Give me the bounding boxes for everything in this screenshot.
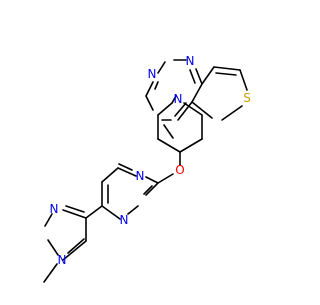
bond [43, 263, 58, 283]
bond [67, 238, 85, 254]
atom-labels: N N S N O N N N N [50, 54, 251, 267]
bond [101, 167, 119, 183]
bond [145, 182, 159, 196]
bond [191, 83, 203, 103]
bond [117, 167, 137, 177]
bond [239, 69, 248, 91]
bond [157, 173, 174, 184]
bond [215, 72, 237, 76]
bond [157, 138, 181, 153]
bond [183, 102, 203, 116]
bond [85, 205, 103, 219]
structure-canvas: N N S N O N N N N [43, 54, 251, 283]
bond [118, 163, 133, 171]
bond [62, 240, 87, 261]
atom-n-pyrimidine-3: N [148, 67, 157, 81]
bond [177, 101, 193, 121]
bond [145, 176, 159, 184]
bond [157, 61, 166, 74]
bond [143, 185, 153, 195]
atom-n-pyrimidine-a: N [136, 169, 145, 183]
bond [213, 66, 241, 71]
bond [44, 213, 53, 227]
bond [189, 69, 196, 84]
atom-s-thiophene: S [243, 91, 251, 105]
atom-n-pyrimidine-1: N [186, 54, 195, 68]
bond [62, 209, 87, 219]
bond [154, 81, 159, 90]
bond [174, 102, 187, 117]
bond [195, 68, 203, 85]
bond [47, 239, 59, 256]
bond [101, 205, 121, 220]
bond [191, 101, 213, 119]
bond [163, 124, 174, 139]
bond [65, 205, 85, 213]
atom-n-pyrimidine-b: N [120, 213, 129, 227]
bond [145, 95, 154, 111]
bonds [43, 59, 248, 283]
atom-n-piperidine: N [174, 92, 183, 106]
bond [157, 102, 173, 116]
bond [221, 105, 243, 121]
bond [171, 95, 177, 104]
bond [127, 205, 139, 215]
molecule-diagram: N N S N O N N N N [43, 54, 251, 283]
bond [201, 66, 215, 85]
bond [145, 81, 154, 97]
bond [179, 138, 203, 153]
atom-n-pyrazole-1: N [58, 253, 67, 267]
atom-o-ether: O [175, 163, 184, 177]
atom-n-pyrazole-2: N [50, 202, 59, 216]
